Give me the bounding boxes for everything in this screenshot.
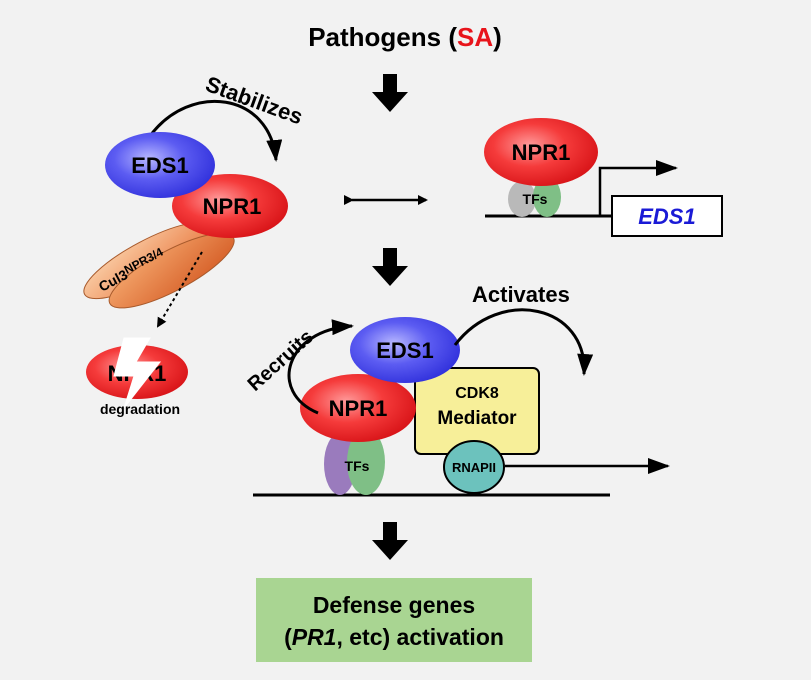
- stabilizes-arrow: [148, 100, 283, 162]
- npr1-left: [172, 174, 288, 238]
- cdk8-label: CDK8: [455, 385, 499, 402]
- title-prefix: Pathogens (: [308, 22, 457, 52]
- recruits-arrow: [287, 319, 354, 415]
- npr1-bottom-label: NPR1: [329, 396, 388, 421]
- activates-arrow: [453, 308, 594, 376]
- rnapii-label: RNAPII: [452, 460, 496, 475]
- activates-label: Activates: [472, 282, 570, 307]
- npr1-left-label: NPR1: [203, 194, 262, 219]
- rnapii: [443, 440, 505, 494]
- tfs-right-label: TFs: [523, 191, 548, 207]
- transcription-start-arrow: [598, 160, 678, 216]
- npr1-right-label: NPR1: [512, 140, 571, 165]
- eds1-bottom: [350, 317, 460, 383]
- defense-genes-line2: (PR1, etc) activation: [284, 624, 504, 650]
- tfs-bottom-label: TFs: [345, 458, 370, 474]
- title-sa: SA: [457, 22, 493, 52]
- npr1-right: [484, 118, 598, 186]
- tf-gray-right: [508, 181, 536, 217]
- tf-green-bottom: [347, 429, 385, 495]
- eds1-left-label: EDS1: [131, 153, 188, 178]
- defense-genes-line1: Defense genes: [313, 592, 475, 618]
- title-suffix: ): [493, 22, 502, 52]
- recruits-label: Recruits: [244, 326, 318, 396]
- degradation-arrow: [156, 251, 203, 328]
- defense-genes-box: [256, 578, 532, 662]
- mediator-label: Mediator: [437, 408, 517, 429]
- block-arrow-bottom: [372, 522, 408, 560]
- eds1-left: [105, 132, 215, 198]
- eds1-gene-box: [611, 195, 723, 237]
- degradation-label: degradation: [100, 401, 180, 417]
- eds1-bottom-label: EDS1: [376, 338, 433, 363]
- block-arrow-top: [372, 74, 408, 112]
- tf-green-right: [533, 177, 561, 217]
- pr1-gene-label: PR1: [292, 624, 337, 650]
- lightning-bolt-icon: [113, 337, 162, 409]
- npr1-bottom: [300, 374, 416, 442]
- tf-purple-bottom: [324, 433, 356, 495]
- block-arrow-middle: [372, 248, 408, 286]
- title: Pathogens (SA): [308, 22, 502, 52]
- defense-line2-open: (: [284, 624, 292, 650]
- defense-line2-rest: , etc) activation: [336, 624, 503, 650]
- eds1-gene-label: EDS1: [638, 204, 695, 229]
